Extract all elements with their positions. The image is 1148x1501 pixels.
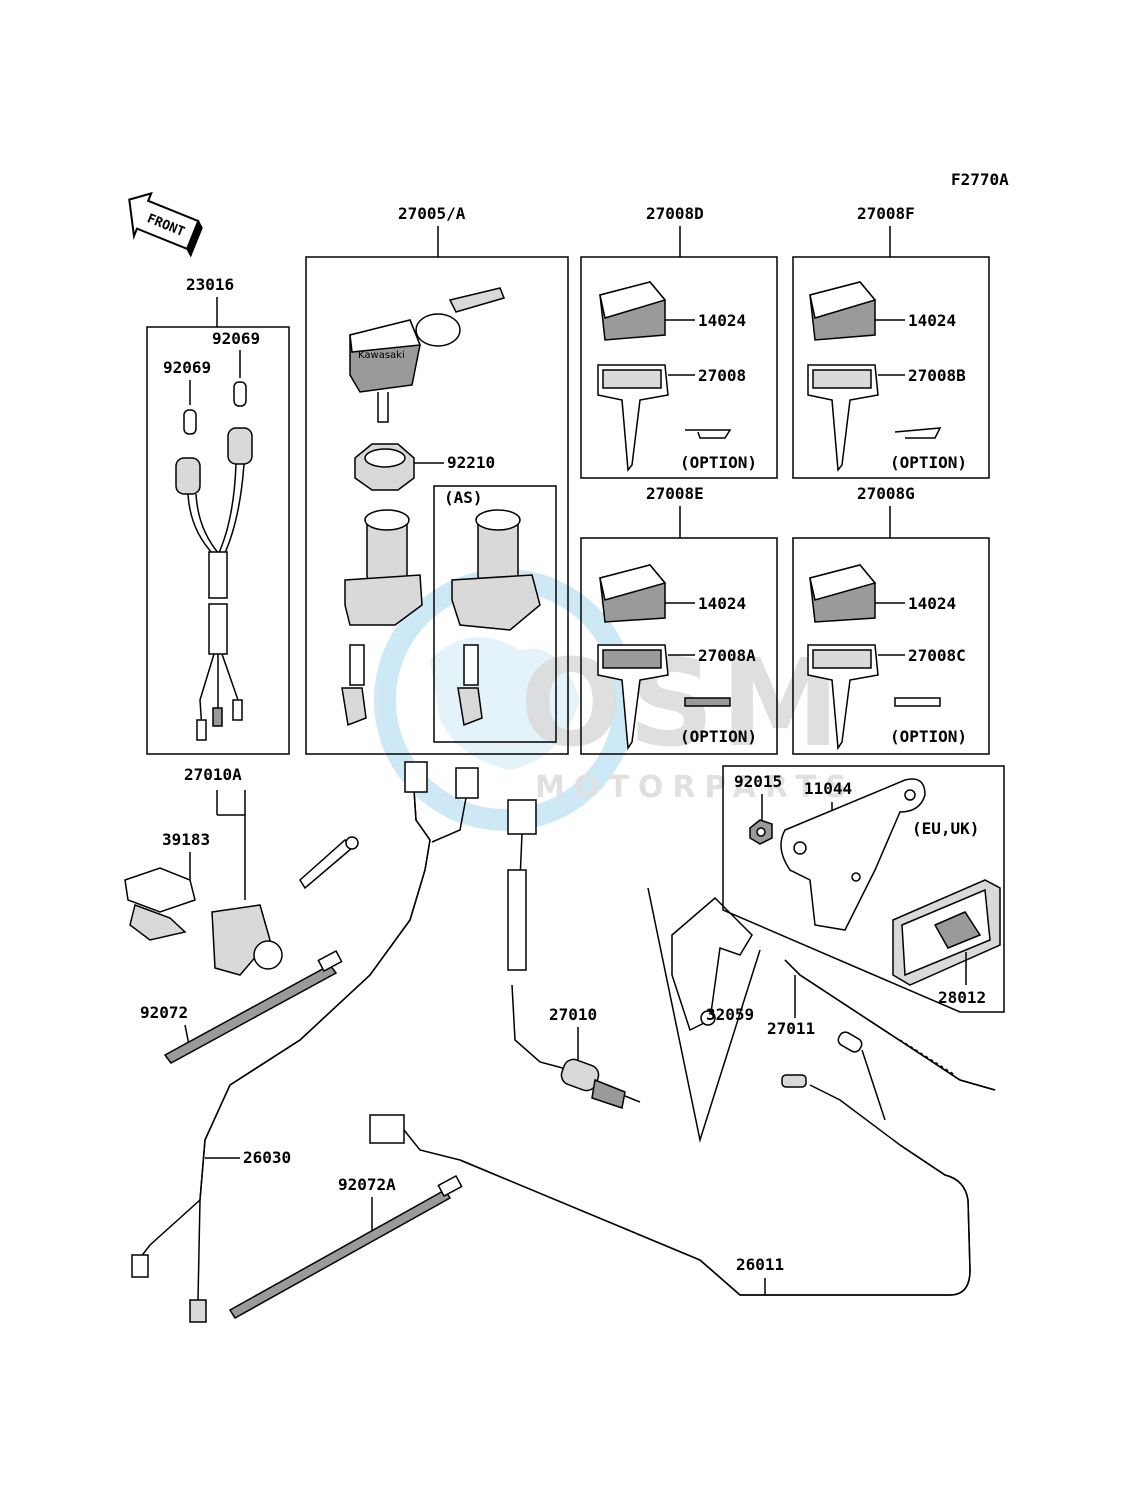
callout-92210: 92210 — [447, 453, 495, 472]
callout-27008E: 27008E — [646, 484, 704, 503]
callout-as: (AS) — [444, 488, 483, 507]
callout-27008C: 27008C — [908, 646, 966, 665]
key-blank-27008C — [807, 644, 879, 751]
group-27005: 27005/A Kawasaki 92210 (AS) — [305, 204, 569, 755]
key-with-fob: Kawasaki — [349, 287, 506, 423]
callout-23016: 23016 — [186, 275, 234, 294]
group-27010A: 27010A 39183 92072 — [124, 765, 359, 1064]
option-27008F: (OPTION) — [890, 453, 967, 472]
callout-27011: 27011 — [767, 1019, 815, 1038]
box-27008E — [580, 537, 778, 755]
callout-92072A: 92072A — [338, 1175, 396, 1194]
key-cover-14024 — [599, 281, 667, 341]
callout-27008: 27008 — [698, 366, 746, 385]
key-blank-27008B — [807, 364, 879, 472]
key-cover-14024 — [809, 281, 877, 341]
callout-39183: 39183 — [162, 830, 210, 849]
callout-14024-G: 14024 — [908, 594, 956, 613]
group-27008D: 27008D 14024 27008 (OPTION) — [580, 204, 778, 479]
watermark-subtext: MOTORPARTS — [535, 770, 856, 805]
group-23016: 23016 92069 92069 — [146, 275, 290, 755]
watermark-logo: OSM — [520, 635, 846, 774]
key-profile-icon — [894, 697, 941, 707]
option-27008E: (OPTION) — [680, 727, 757, 746]
watermark: OSM MOTORPARTS — [374, 569, 856, 831]
callout-92072: 92072 — [140, 1003, 188, 1022]
callout-32059: 32059 — [706, 1005, 754, 1024]
callout-26030: 26030 — [243, 1148, 291, 1167]
key-cover-14024 — [599, 564, 667, 623]
key-profile-icon — [685, 429, 732, 439]
cable-tie-92072A: 92072A — [228, 1174, 463, 1320]
box-27008G — [792, 537, 990, 755]
reflector-28012 — [892, 879, 1001, 986]
harness-26030: 26030 — [131, 761, 479, 1323]
group-27008F: 27008F 14024 27008B (OPTION) — [792, 204, 990, 479]
callout-27008D: 27008D — [646, 204, 704, 223]
callout-92015: 92015 — [734, 772, 782, 791]
clamp-39183 — [124, 867, 196, 941]
group-eu-uk: 92015 11044 (EU,UK) 28012 — [722, 765, 1005, 1013]
box-27008F — [792, 256, 990, 479]
figure-code: F2770A — [951, 170, 1009, 189]
callout-27005: 27005/A — [398, 204, 466, 223]
callout-eu-uk: (EU,UK) — [912, 819, 979, 838]
callout-11044: 11044 — [804, 779, 852, 798]
ignition-switch-main — [341, 509, 423, 727]
group-32059: 32059 — [647, 887, 761, 1143]
front-arrow-icon: FRONT — [128, 191, 203, 258]
callout-28012: 28012 — [938, 988, 986, 1007]
callout-92069-upper: 92069 — [212, 329, 260, 348]
nut-92015 — [749, 819, 773, 845]
key-blank-27008 — [597, 364, 669, 472]
harness-26011: 26011 — [369, 1074, 971, 1296]
callout-27008B: 27008B — [908, 366, 966, 385]
key-profile-icon — [684, 697, 731, 707]
group-27008E: 27008E 14024 27008A (OPTION) — [580, 484, 778, 755]
key-blank-27008A — [597, 644, 669, 751]
wire-harness-23016 — [175, 381, 253, 741]
group-27010: 27010 — [507, 799, 641, 1109]
callout-14024-D: 14024 — [698, 311, 746, 330]
option-27008D: (OPTION) — [680, 453, 757, 472]
key-cover-14024 — [809, 564, 877, 623]
switch-27010A — [211, 836, 359, 976]
callout-27010: 27010 — [549, 1005, 597, 1024]
callout-27010A: 27010A — [184, 765, 242, 784]
cable-tie-92072 — [163, 949, 343, 1064]
callout-27008F: 27008F — [857, 204, 915, 223]
callout-27008G: 27008G — [857, 484, 915, 503]
option-27008G: (OPTION) — [890, 727, 967, 746]
nut-92210 — [354, 443, 415, 491]
ignition-switch-as — [451, 509, 541, 727]
box-as — [433, 485, 557, 743]
box-27008D — [580, 256, 778, 479]
group-27008G: 27008G 14024 27008C (OPTION) — [792, 484, 990, 755]
callout-14024-E: 14024 — [698, 594, 746, 613]
key-brand-27005: Kawasaki — [358, 350, 405, 361]
callout-26011: 26011 — [736, 1255, 784, 1274]
box-23016 — [146, 326, 290, 755]
callout-92069-lower: 92069 — [163, 358, 211, 377]
bracket-11044 — [780, 778, 926, 931]
key-profile-icon — [894, 427, 942, 439]
switch-27010 — [560, 1058, 641, 1109]
box-27005 — [305, 256, 569, 755]
callout-27008A: 27008A — [698, 646, 756, 665]
callout-14024-F: 14024 — [908, 311, 956, 330]
box-eu-uk — [722, 765, 1005, 1013]
cable-27011: 27011 — [767, 959, 996, 1121]
